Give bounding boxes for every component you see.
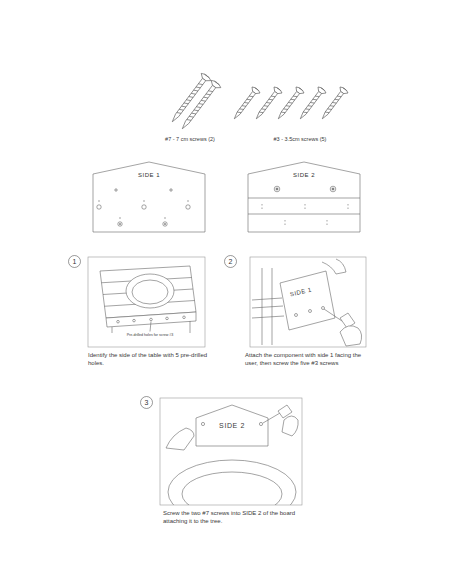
side-board: SIDE 1	[93, 162, 205, 232]
house-outline-shape	[248, 162, 360, 232]
step-1-picture-part	[100, 266, 196, 318]
side-1-holes-part	[119, 223, 120, 224]
long-screws	[168, 72, 222, 132]
house-outline-shape	[93, 162, 205, 232]
long-screws-part	[178, 79, 222, 132]
side-1-holes-part	[118, 222, 122, 226]
step-1-picture-part	[126, 274, 174, 308]
step-1-picture-part	[183, 316, 186, 319]
side-2-holes	[248, 186, 360, 225]
side-2-holes-part	[262, 204, 348, 209]
step-caption: Identify the side of the table with 5 pr…	[88, 352, 212, 367]
step-caption: Screw the two #7 screws into SIDE 2 of t…	[163, 510, 313, 525]
step-2-picture-part	[322, 259, 346, 274]
short-screws-part	[296, 86, 327, 122]
part-caption: #7 - 7 cm screws (2)	[145, 136, 235, 143]
step-3-picture-part	[196, 405, 268, 446]
board-label: SIDE 1	[281, 285, 322, 301]
step-3-picture-part-part	[182, 472, 282, 505]
step-1-picture-part	[112, 321, 190, 333]
side-1-holes	[97, 188, 190, 226]
step-3-picture	[160, 398, 302, 524]
step-1-picture-part	[132, 280, 168, 304]
circle-outline-shape	[225, 256, 237, 268]
step-2-picture-part	[250, 257, 366, 347]
step-number: 1	[68, 255, 81, 268]
step-3-picture-part	[166, 428, 194, 450]
side-2-holes-part	[276, 188, 278, 190]
step-2-picture-part	[295, 314, 298, 317]
short-screws-part	[318, 86, 349, 122]
step-3-picture-part	[282, 416, 298, 436]
step-1-picture-part	[150, 322, 151, 332]
step-2-picture-part	[280, 271, 335, 330]
part-caption: #3 - 3.5cm screws (5)	[250, 136, 350, 143]
side-1-holes-part	[164, 223, 165, 224]
side-2-holes-part	[248, 198, 360, 214]
step-2-picture-part	[324, 309, 342, 321]
step-number-text: 3	[145, 399, 149, 407]
side-2-holes-part	[332, 188, 334, 190]
hole-note: Pre-drilled holes for screw #3	[110, 333, 190, 337]
short-screws	[230, 86, 349, 122]
step-caption: Attach the component with side 1 facing …	[245, 352, 375, 367]
step-1-picture-part	[150, 318, 153, 321]
step-number: 2	[224, 255, 237, 268]
side-board: SIDE 2	[248, 162, 360, 232]
side-1-holes-part	[99, 200, 188, 202]
side-title: SIDE 2	[293, 172, 315, 179]
step-number-text: 1	[73, 258, 77, 266]
side-1-holes-part	[186, 205, 190, 209]
step-2-picture-part	[252, 298, 284, 318]
step-1-picture-part	[166, 317, 169, 320]
step-2-picture-part	[340, 326, 362, 346]
step-1-picture-part	[106, 312, 196, 327]
side-1-holes-part	[163, 222, 167, 226]
side-1-holes-part	[97, 205, 101, 209]
short-screws-part	[274, 86, 305, 122]
board-label: SIDE 2	[212, 422, 252, 431]
step-1-picture-part	[117, 320, 120, 323]
side-2-holes-part	[330, 186, 336, 192]
step-2-picture-part	[309, 310, 312, 313]
side-1-holes-part	[142, 205, 146, 209]
short-screws-part	[252, 86, 283, 122]
step-number-text: 2	[229, 258, 233, 266]
step-1-picture-part	[88, 257, 205, 347]
side-1-holes-part	[120, 217, 165, 219]
side-title: SIDE 1	[138, 172, 160, 179]
step-3-picture-part	[263, 413, 280, 423]
step-2-picture	[250, 257, 366, 347]
side-1-holes-part	[114, 188, 118, 192]
step-3-picture-part	[168, 460, 296, 505]
step-number: 3	[140, 396, 153, 409]
step-2-picture-part	[262, 268, 272, 345]
side-1-holes-part	[169, 188, 173, 192]
side-2-holes-part	[274, 186, 280, 192]
step-3-picture-part-part	[168, 460, 296, 505]
step-3-picture-part	[259, 422, 262, 425]
circle-outline-shape	[69, 256, 81, 268]
step-1-picture	[88, 257, 205, 347]
step-1-picture-part	[133, 319, 136, 322]
side-2-holes-part	[285, 220, 327, 225]
circle-outline-shape	[141, 397, 153, 409]
step-3-picture-part	[201, 422, 204, 425]
short-screws-part	[230, 86, 261, 122]
